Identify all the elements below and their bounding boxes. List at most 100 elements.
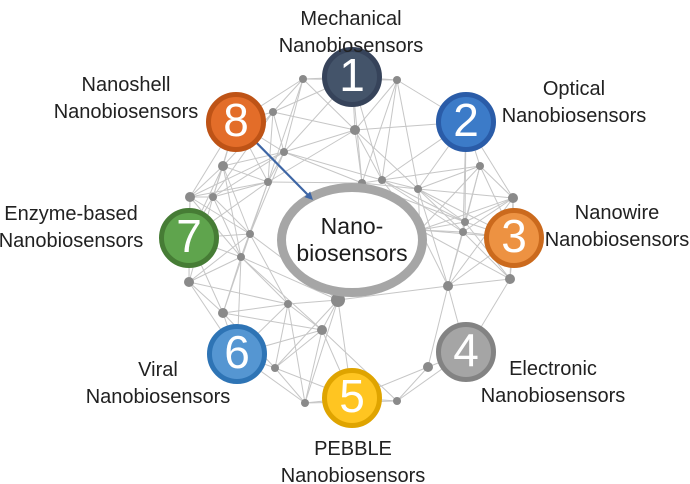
node-label-viral: Viral Nanobiosensors [85, 359, 231, 408]
mesh-dot [269, 108, 277, 116]
mesh-edge [381, 79, 398, 181]
mesh-edge [267, 129, 356, 183]
mesh-edge [274, 367, 306, 404]
mesh-edge [337, 285, 449, 301]
mesh-edge [189, 151, 285, 198]
mesh-edge [302, 78, 356, 131]
mesh-edge [287, 303, 306, 404]
mesh-edge [304, 329, 323, 404]
mesh-edge [222, 256, 242, 314]
mesh-edge [419, 229, 511, 280]
mesh-edge [396, 79, 419, 190]
mesh-edge [283, 151, 383, 181]
mesh-edge [274, 299, 339, 369]
node-circle-pebble: 5 [322, 368, 382, 428]
node-number: 4 [453, 324, 479, 376]
node-circle-electronic: 4 [436, 322, 496, 382]
mesh-edge [287, 299, 339, 305]
mesh-edge [417, 188, 514, 199]
mesh-edge [419, 221, 466, 231]
mesh-edge [283, 129, 356, 153]
node-label-electronic: Electronic Nanobiosensors [480, 358, 626, 407]
mesh-edge [267, 78, 304, 183]
arrow-head [304, 191, 313, 200]
mesh-dot [350, 125, 360, 135]
mesh-edge [381, 179, 464, 233]
mesh-edge [212, 196, 242, 258]
mesh-dot [218, 308, 228, 318]
mesh-edge [417, 188, 464, 233]
mesh-dot [184, 277, 194, 287]
node-circle-enzyme-based: 7 [159, 208, 219, 268]
mesh-dot [301, 399, 309, 407]
mesh-edge [267, 181, 363, 184]
mesh-edge [222, 312, 323, 331]
node-circle-nanoshell: 8 [206, 92, 266, 152]
mesh-edge [283, 78, 304, 153]
node-circle-nanowire: 3 [484, 208, 544, 268]
node-number: 7 [176, 210, 202, 262]
node-number: 3 [501, 210, 527, 262]
mesh-edge [240, 256, 289, 305]
node-number: 5 [339, 370, 365, 422]
mesh-edge [381, 165, 481, 181]
node-circle-viral: 6 [207, 324, 267, 384]
mesh-edge [381, 179, 419, 190]
mesh-dot [378, 176, 386, 184]
mesh-dot [508, 193, 518, 203]
node-label-mechanical: Mechanical Nanobiosensors [278, 8, 424, 57]
node-label-nanoshell: Nanoshell Nanobiosensors [53, 74, 199, 123]
mesh-edge [321, 329, 398, 402]
mesh-dot [443, 281, 453, 291]
mesh-dot [280, 148, 288, 156]
mesh-edge [272, 111, 356, 131]
mesh-dot [264, 178, 272, 186]
mesh-edge [479, 165, 514, 199]
center-label-line2: biosensors [296, 240, 408, 266]
mesh-edge [419, 165, 481, 231]
mesh-edge [464, 197, 514, 223]
node-label-pebble: PEBBLE Nanobiosensors [280, 438, 426, 484]
mesh-dot [393, 76, 401, 84]
mesh-dot [246, 230, 254, 238]
mesh-dot [414, 185, 422, 193]
node-number: 8 [223, 94, 249, 146]
mesh-edge [417, 188, 466, 223]
mesh-edge [283, 151, 363, 184]
mesh-edge [447, 231, 464, 287]
mesh-edge [304, 299, 339, 404]
mesh-edge [188, 233, 251, 283]
mesh-dot [218, 161, 228, 171]
mesh-edge [189, 165, 224, 198]
mesh-edge [354, 79, 398, 131]
center-label-line1: Nano- [320, 213, 384, 239]
mesh-dot [284, 300, 292, 308]
node-circle-mechanical: 1 [322, 47, 382, 107]
mesh-edge [188, 281, 224, 314]
mesh-edge [462, 197, 514, 233]
node-number: 2 [453, 94, 479, 146]
mesh-edge [267, 111, 274, 183]
center-ellipse: Nano- biosensors [277, 183, 427, 297]
mesh-edge [447, 278, 511, 287]
mesh-dot [476, 162, 484, 170]
node-label-enzyme-based: Enzyme-based Nanobiosensors [0, 203, 144, 252]
mesh-dot [317, 325, 327, 335]
mesh-edge [222, 165, 251, 235]
mesh-edge [417, 165, 481, 190]
node-label-nanowire: Nanowire Nanobiosensors [544, 202, 690, 251]
mesh-edge [274, 303, 289, 369]
mesh-edge [427, 285, 449, 368]
mesh-edge [272, 111, 285, 153]
mesh-edge [222, 303, 289, 314]
mesh-dot [209, 193, 217, 201]
mesh-edge [222, 165, 269, 183]
mesh-edge [267, 151, 285, 183]
mesh-edge [274, 329, 323, 369]
mesh-edge [361, 79, 398, 184]
mesh-edge [240, 256, 339, 301]
mesh-edge [212, 181, 269, 198]
mesh-dot [185, 192, 195, 202]
mesh-dot [461, 218, 469, 226]
